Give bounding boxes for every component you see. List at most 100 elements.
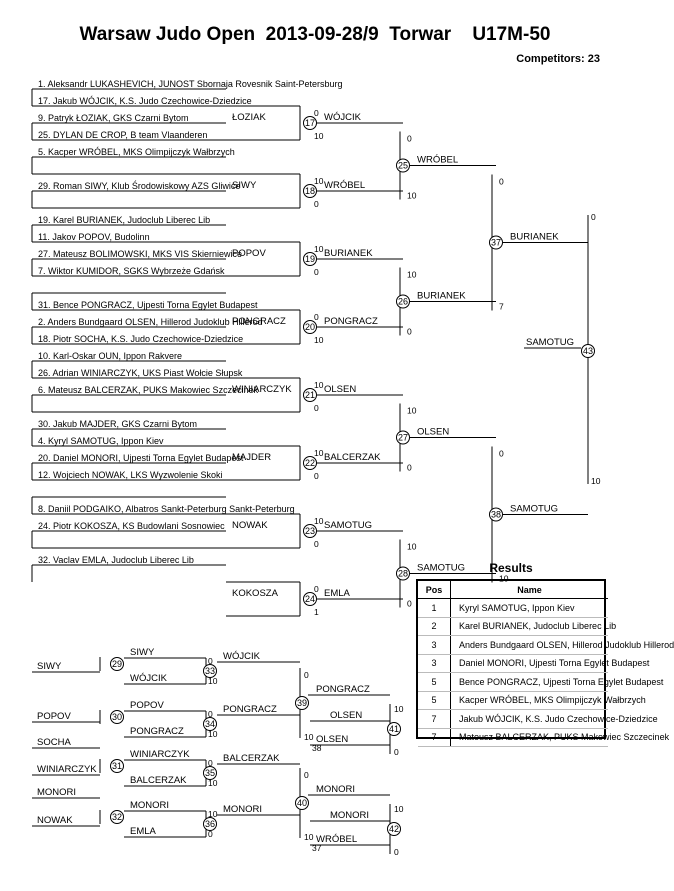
- match-number: 22: [305, 458, 315, 468]
- competitor-slot: 25. DYLAN DE CROP, B team Vlaanderen: [38, 130, 207, 140]
- match-circle: [489, 235, 503, 250]
- competitor-slot: 29. Roman SIWY, Klub Środowiskowy AZS Gl…: [38, 180, 240, 191]
- repechage-entrant: SIWY: [37, 661, 62, 672]
- match-number: 32: [112, 812, 122, 822]
- match-number: 26: [398, 297, 408, 307]
- score: 0: [208, 829, 213, 839]
- competitor-slot: 9. Patryk ŁOZIAK, GKS Czarni Bytom: [38, 113, 189, 123]
- bronze-name: WRÓBEL: [316, 834, 357, 845]
- match-number: 28: [398, 569, 408, 579]
- advancing-name: POPOV: [232, 248, 266, 259]
- winner-name: OLSEN: [417, 427, 449, 438]
- score: 10: [314, 335, 324, 345]
- results-pos: 3: [418, 635, 451, 655]
- competitor-slot: 32. Vaclav EMLA, Judoclub Liberec Lib: [38, 555, 194, 565]
- results-name: Kacper WRÓBEL, MKS Olimpijczyk Wałbrzych: [450, 691, 646, 710]
- loser-from-tag: 37: [312, 843, 322, 853]
- competitor-slot: 17. Jakub WÓJCIK, K.S. Judo Czechowice-D…: [38, 96, 252, 106]
- competitor-slot: 24. Piotr KOKOSZA, KS Budowlani Sosnowie…: [38, 521, 225, 531]
- champion-name: SAMOTUG: [526, 337, 574, 348]
- score: 0: [314, 539, 319, 549]
- competitor-slot: 7. Wiktor KUMIDOR, SGKS Wybrzeże Gdańsk: [38, 266, 225, 276]
- score: 0: [314, 267, 319, 277]
- match-circle: [303, 388, 317, 402]
- match-number: 34: [205, 719, 215, 729]
- score: 0: [304, 770, 309, 780]
- match-number: 39: [297, 698, 307, 708]
- competitor-slot: 20. Daniel MONORI, Ujpesti Torna Egylet …: [38, 453, 244, 463]
- competitor-slot: 2. Anders Bundgaard OLSEN, Hillerod Judo…: [38, 317, 263, 327]
- score: 10: [314, 244, 324, 254]
- results-pos: 7: [418, 709, 451, 729]
- match-circle: [303, 456, 317, 470]
- score: 0: [499, 449, 504, 459]
- score: 10: [314, 176, 324, 186]
- match-number: 20: [305, 322, 315, 332]
- winner-name: BURIANEK: [324, 248, 373, 259]
- score: 0: [314, 403, 319, 413]
- score: 0: [394, 747, 399, 757]
- results-pos: 5: [418, 691, 451, 710]
- score: 7: [499, 302, 504, 312]
- results-name: Kyryl SAMOTUG, Ippon Kiev: [450, 598, 608, 618]
- winner-name: WÓJCIK: [223, 651, 261, 662]
- match-circle: [396, 566, 410, 581]
- repechage-entrant: POPOV: [37, 711, 71, 722]
- match-circle: [203, 817, 217, 831]
- match-number: 29: [112, 659, 122, 669]
- score: 10: [394, 804, 404, 814]
- repechage-entrant: MONORI: [37, 787, 76, 798]
- winner-name: PONGRACZ: [223, 704, 277, 715]
- results-title: Results: [489, 561, 533, 575]
- advancing-name: SIWY: [232, 180, 257, 191]
- advancing-name: PONGRACZ: [232, 316, 286, 327]
- score: 10: [407, 270, 417, 280]
- score: 10: [208, 676, 218, 686]
- score: 0: [407, 327, 412, 337]
- match-circle: [295, 796, 309, 810]
- score: 0: [314, 108, 319, 118]
- competitor-slot: 4. Kyryl SAMOTUG, Ippon Kiev: [38, 436, 164, 446]
- competitor-slot: 12. Wojciech NOWAK, LKS Wyzwolenie Skoki: [38, 470, 222, 480]
- advancing-name: NOWAK: [232, 520, 268, 531]
- results-pos: 3: [418, 654, 451, 673]
- page-title: Warsaw Judo Open 2013-09-28/9 Torwar U17…: [79, 24, 551, 45]
- competitor-slot: 11. Jakov POPOV, Budolinn: [38, 232, 150, 242]
- match-circle: [396, 294, 410, 309]
- match-number: 37: [491, 238, 501, 248]
- score: 0: [314, 584, 319, 594]
- winner-name: SAMOTUG: [417, 563, 465, 574]
- winner-name: WRÓBEL: [324, 180, 365, 191]
- repechage-name: PONGRACZ: [130, 726, 184, 737]
- match-circle: [203, 766, 217, 780]
- winner-name: MONORI: [223, 804, 262, 815]
- score: 10: [314, 131, 324, 141]
- bracket-diagram: 1. Aleksandr LUKASHEVICH, JUNOST Sbornaj…: [31, 79, 601, 857]
- results-header-row: Pos Name: [418, 581, 608, 599]
- match-number: 18: [305, 186, 315, 196]
- match-number: 38: [491, 510, 501, 520]
- competitor-slot: 27. Mateusz BOLIMOWSKI, MKS VIS Skiernie…: [38, 249, 242, 259]
- match-circle: [203, 717, 217, 731]
- winner-name: SAMOTUG: [510, 504, 558, 515]
- score: 10: [304, 832, 314, 842]
- score: 10: [314, 516, 324, 526]
- results-name-header: Name: [450, 581, 608, 599]
- score: 0: [208, 758, 213, 768]
- competitor-slot: 1. Aleksandr LUKASHEVICH, JUNOST Sbornaj…: [38, 79, 342, 89]
- results-pos: 1: [418, 598, 451, 618]
- competitor-slot: 5. Kacper WRÓBEL, MKS Olimpijczyk Wałbrz…: [38, 147, 235, 157]
- score: 10: [314, 448, 324, 458]
- score: 10: [208, 809, 218, 819]
- competitor-slot: 26. Adrian WINIARCZYK, UKS Piast Wołcie …: [38, 368, 243, 378]
- match-number: 27: [398, 433, 408, 443]
- winner-name: BALCERZAK: [324, 452, 381, 463]
- score: 10: [407, 542, 417, 552]
- competitors-count: Competitors: 23: [516, 53, 600, 65]
- winner-name: MONORI: [316, 784, 355, 795]
- winner-name: BURIANEK: [510, 232, 559, 243]
- match-number: 25: [398, 161, 408, 171]
